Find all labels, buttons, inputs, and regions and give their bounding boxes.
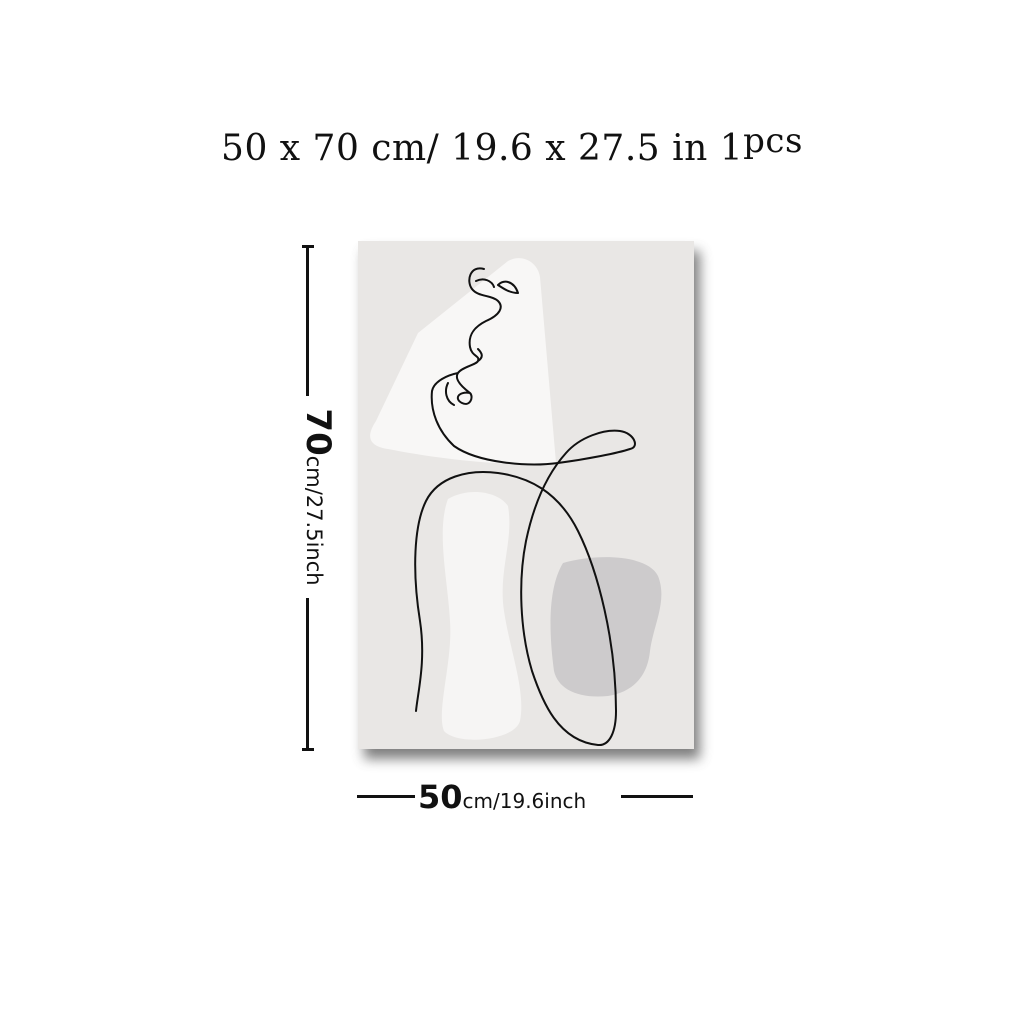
canvas-print — [358, 241, 700, 759]
size-text: 50 x 70 cm/ 19.6 x 27.5 in — [221, 128, 708, 169]
product-headline: 50 x 70 cm/ 19.6 x 27.5 in 1pcs — [0, 121, 1024, 169]
width-value: 50 — [418, 778, 463, 816]
height-line-bottom-tick — [302, 748, 314, 751]
light-triangle-shape — [370, 258, 556, 465]
light-blob-shape — [441, 491, 522, 740]
height-line-bottom — [306, 598, 309, 750]
quantity-unit: pcs — [743, 121, 803, 161]
width-unit: cm/19.6inch — [462, 789, 587, 813]
width-label: 50cm/19.6inch — [418, 778, 586, 816]
face-line — [430, 267, 559, 466]
width-line-left — [357, 795, 415, 798]
gray-vase-shape — [550, 557, 662, 697]
line-art-illustration — [370, 258, 662, 746]
artwork — [358, 241, 694, 749]
width-line-right — [621, 795, 693, 798]
height-line-top — [306, 246, 309, 396]
body-line — [414, 429, 636, 746]
height-label: 70cm/27.5inch — [298, 408, 338, 585]
height-value: 70 — [298, 408, 338, 456]
height-unit: cm/27.5inch — [302, 455, 326, 586]
quantity-number: 1 — [719, 128, 744, 169]
